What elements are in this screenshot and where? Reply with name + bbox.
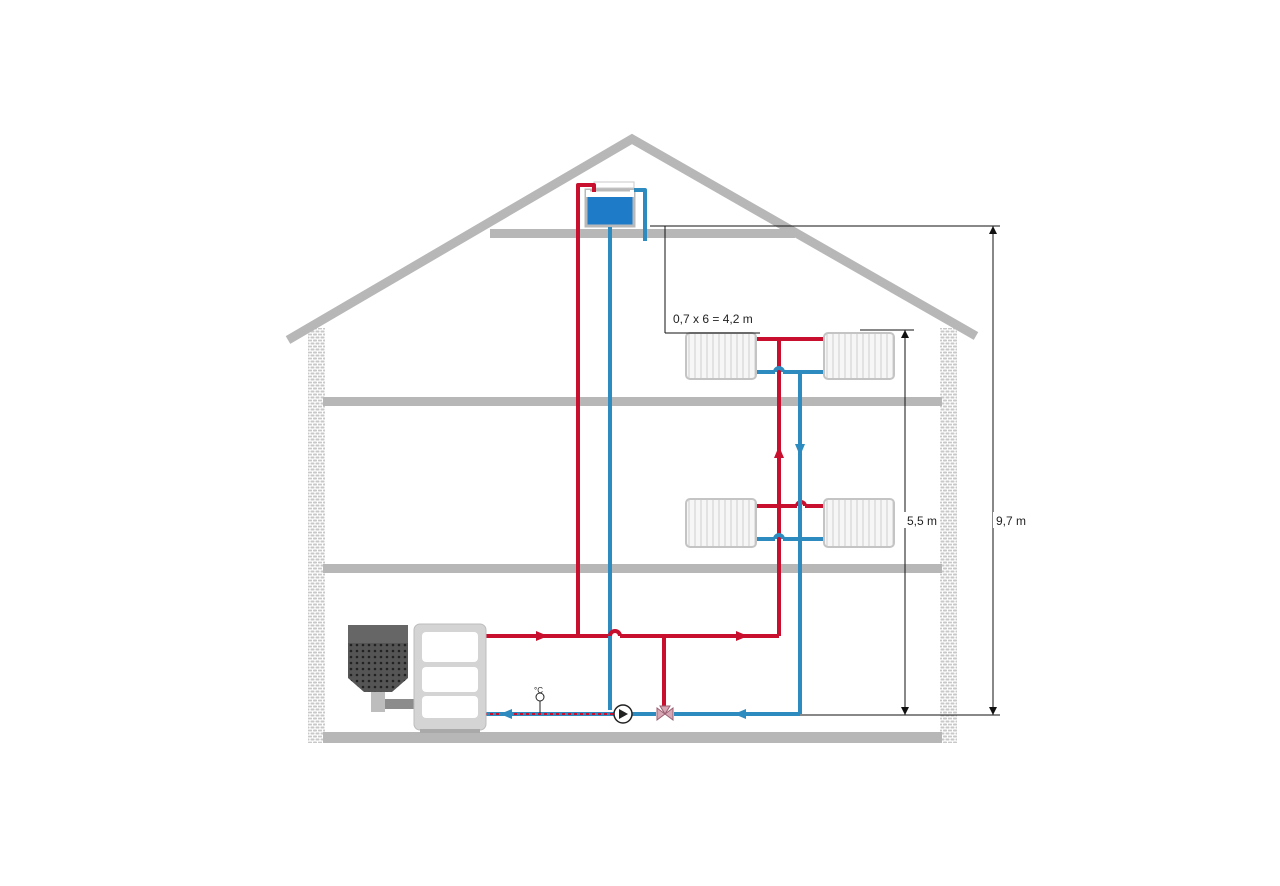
boiler bbox=[413, 623, 487, 733]
flow-arrows bbox=[500, 444, 805, 719]
house-structure bbox=[285, 133, 979, 743]
overflow-pipe bbox=[634, 188, 647, 241]
radiators bbox=[685, 332, 895, 548]
radiator-lower-right bbox=[823, 498, 895, 548]
second-floor-slab bbox=[323, 397, 942, 406]
total-height-label: 9,7 m bbox=[996, 514, 1026, 528]
pellet-hopper bbox=[348, 625, 415, 712]
roof bbox=[285, 133, 979, 344]
return-pipes bbox=[608, 188, 826, 716]
expansion-tank bbox=[584, 181, 636, 228]
right-wall bbox=[940, 328, 957, 743]
mixing-valve bbox=[656, 705, 674, 721]
temperature-sensor: °C bbox=[534, 686, 545, 713]
circulation-pump bbox=[613, 704, 633, 724]
lower-height-label: 5,5 m bbox=[907, 514, 937, 528]
attic-floor bbox=[490, 229, 795, 238]
temperature-sensor-label: °C bbox=[534, 686, 543, 695]
radiator-upper-left bbox=[685, 332, 757, 380]
dimension-arrows bbox=[901, 226, 997, 715]
supply-pipes bbox=[484, 183, 826, 706]
dimension-labels: 0,7 x 6 = 4,2 m 5,5 m 9,7 m bbox=[670, 310, 1027, 528]
safety-flow-pipe bbox=[576, 183, 596, 636]
radiator-upper-right bbox=[823, 332, 895, 380]
left-wall bbox=[308, 328, 325, 743]
first-floor-slab bbox=[323, 564, 942, 573]
ground-floor-slab bbox=[323, 732, 942, 743]
tank-offset-label: 0,7 x 6 = 4,2 m bbox=[673, 312, 753, 326]
thermometer-icon bbox=[535, 692, 545, 702]
radiator-lower-left bbox=[685, 498, 757, 548]
